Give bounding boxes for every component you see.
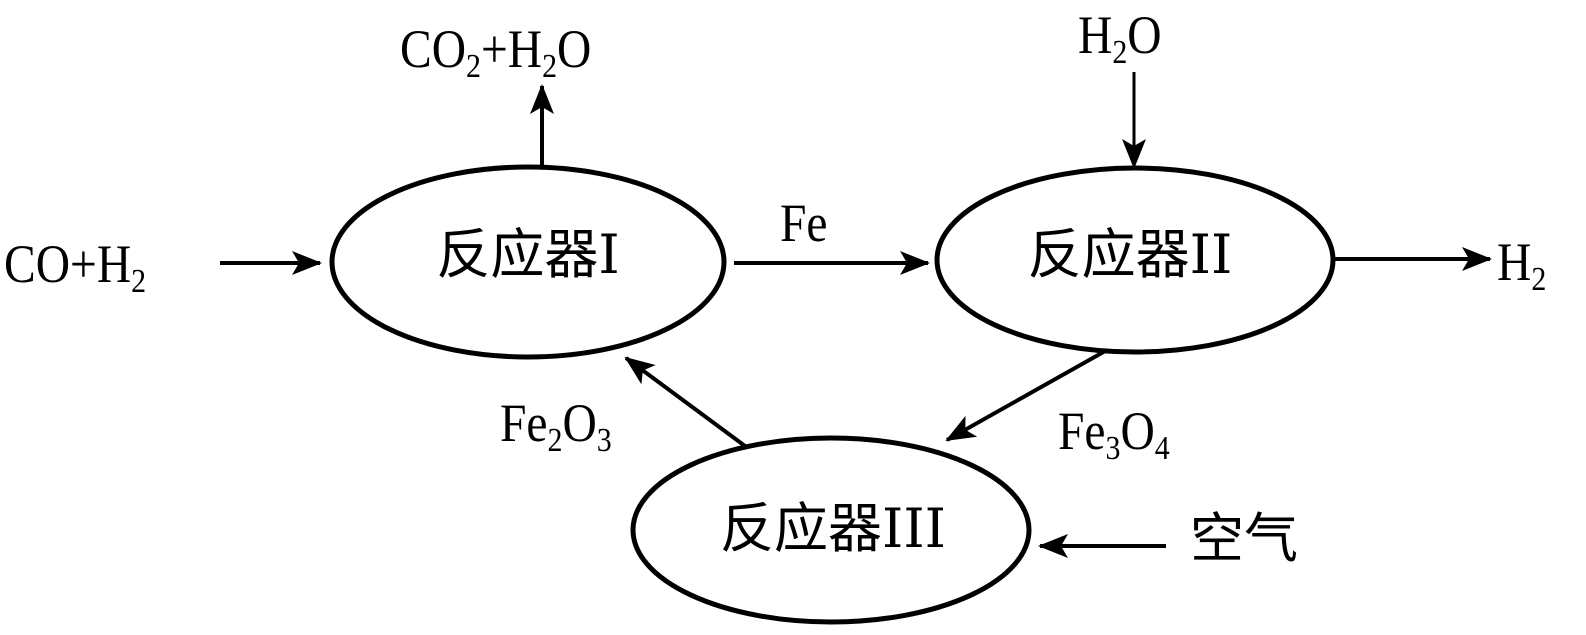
formula-subscript: 3 <box>1105 430 1121 467</box>
formula-text: O <box>1127 5 1162 65</box>
formula-subscript: 2 <box>542 48 558 85</box>
formula-text: Fe <box>500 393 548 453</box>
formula-text: H <box>1497 232 1532 292</box>
fe3o4-edge-label: Fe3O4 <box>1058 401 1170 466</box>
feed-co-h2-label: CO+H2 <box>4 234 146 299</box>
reactor-1-label: 反应器I <box>436 223 620 286</box>
fe-edge-label: Fe <box>780 193 828 253</box>
formula-text: +H <box>480 19 543 79</box>
formula-subscript: 2 <box>1112 34 1128 71</box>
formula-subscript: 2 <box>131 263 147 300</box>
arrow-reactor-3-to-reactor-1 <box>624 356 747 448</box>
formula-subscript: 2 <box>1531 261 1547 298</box>
formula-text: CO <box>400 19 467 79</box>
formula-subscript: 2 <box>466 48 481 85</box>
air-input-label: 空气 <box>1190 507 1298 570</box>
formula-text: O <box>557 19 592 79</box>
fe2o3-edge-label: Fe2O3 <box>500 393 612 458</box>
reactor-3-node <box>630 435 1032 625</box>
formula-text: Fe <box>1058 401 1106 461</box>
h2-output-label: H2 <box>1497 232 1546 297</box>
h2o-input-label: H2O <box>1078 5 1162 70</box>
formula-text: CO+H <box>4 234 132 294</box>
reactor-2-label: 反应器II <box>1027 223 1233 286</box>
formula-subscript: 4 <box>1154 430 1170 467</box>
formula-subscript: 2 <box>547 422 563 459</box>
arrow-reactor-2-to-reactor-3 <box>945 348 1108 442</box>
formula-text: O <box>562 393 597 453</box>
formula-subscript: 3 <box>596 422 612 459</box>
formula-text: O <box>1120 401 1155 461</box>
formula-text: H <box>1078 5 1113 65</box>
reactor-3-label: 反应器III <box>720 497 946 560</box>
co2-h2o-output-label: CO2+H2O <box>400 19 592 84</box>
reactor-1-node <box>329 164 727 360</box>
